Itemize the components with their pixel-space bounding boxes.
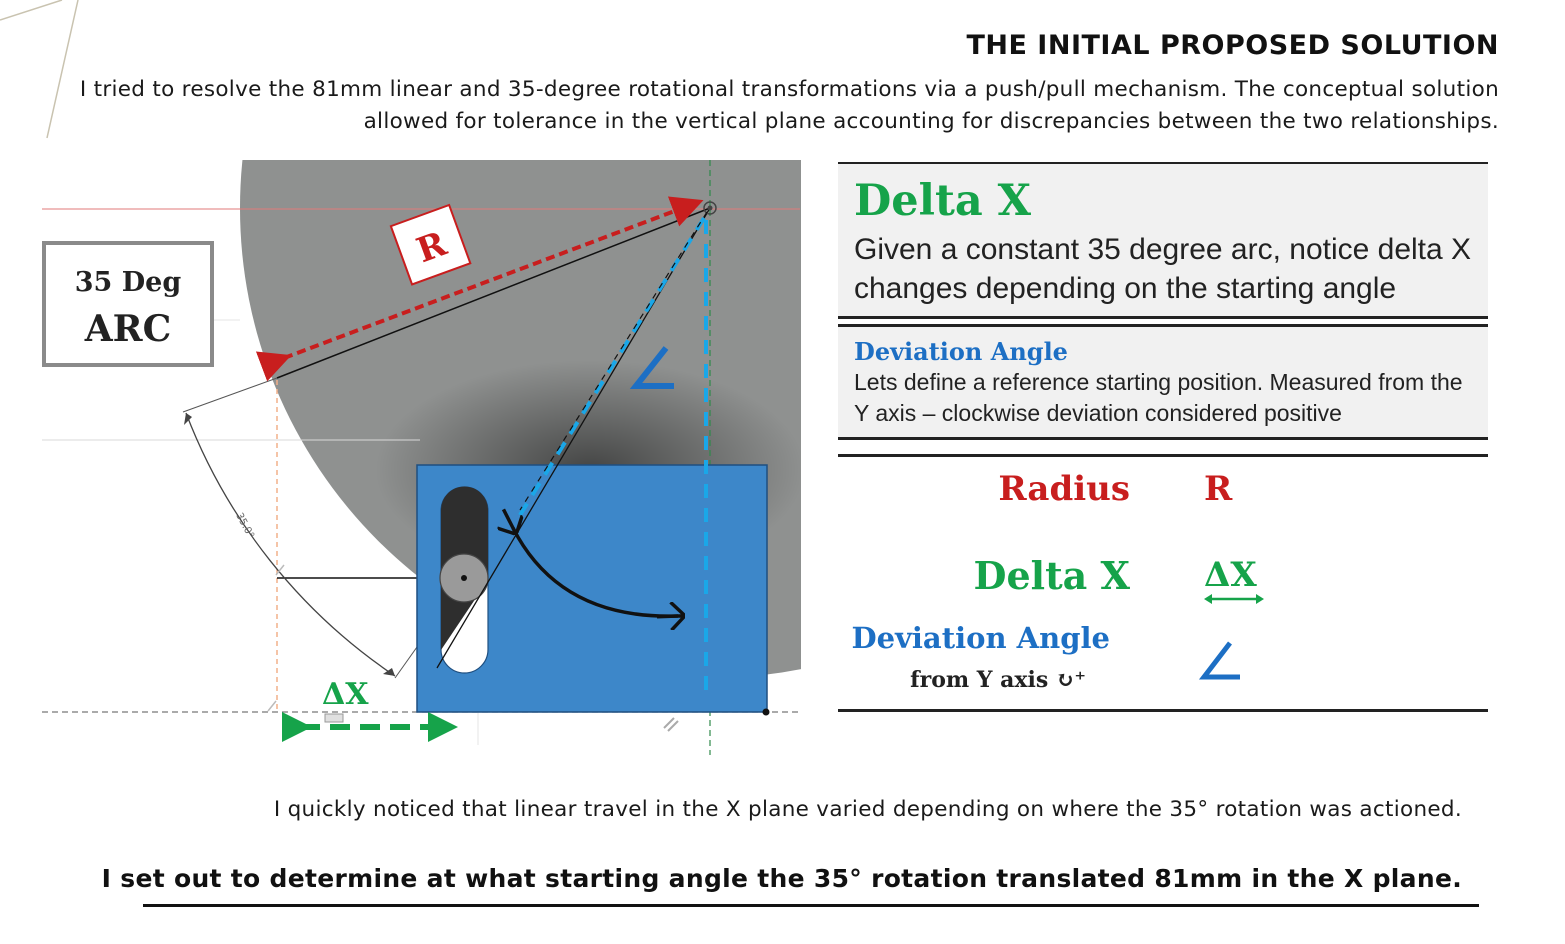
angle-icon — [629, 346, 674, 389]
radius-arrow — [255, 196, 704, 382]
observation-note: I quickly noticed that linear travel in … — [273, 797, 1462, 822]
delta-x-heading: Delta X — [854, 176, 1032, 226]
intro-paragraph: I tried to resolve the 81mm linear and 3… — [79, 77, 1499, 134]
mechanism-diagram: 35.0° R ΔX — [42, 160, 801, 755]
legend-radius-symbol: R — [1204, 469, 1233, 509]
page-title: THE INITIAL PROPOSED SOLUTION — [966, 30, 1499, 61]
pivot-point — [703, 201, 717, 215]
delta-x-text: Given a constant 35 degree arc, notice d… — [854, 233, 1472, 305]
legend-delta-label: Delta X — [973, 553, 1130, 598]
deviation-text: Lets define a reference starting positio… — [854, 369, 1463, 426]
delta-x-tag: ΔX — [322, 677, 369, 712]
arc-label-line1: 35 Deg — [74, 267, 182, 298]
deviation-heading: Deviation Angle — [854, 337, 1068, 366]
conclusion-statement: I set out to determine at what starting … — [101, 864, 1462, 893]
legend-radius-label: Radius — [998, 469, 1130, 509]
radius-tag: R — [389, 203, 472, 286]
deviation-panel: Deviation Angle Lets define a reference … — [838, 324, 1488, 440]
legend-deviation-label: Deviation Angle — [851, 621, 1110, 655]
legend-deviation-sub: from Y axis ↻⁺ — [910, 667, 1086, 693]
conclusion-underline — [143, 904, 1479, 907]
delta-x-panel: Delta X Given a constant 35 degree arc, … — [838, 162, 1488, 319]
legend-delta-arrow-icon — [1204, 594, 1264, 604]
rotation-arrow — [513, 528, 678, 616]
arc-label-box: 35 Deg ARC — [42, 241, 214, 367]
legend-delta-symbol: ΔX — [1204, 555, 1257, 595]
arc-label-line2: ARC — [84, 308, 172, 350]
legend: Radius R Delta X ΔX Deviation Angle from… — [838, 454, 1488, 712]
angle-dimension-label: 35.0° — [233, 511, 256, 540]
legend-angle-icon — [1198, 641, 1240, 680]
corner-decoration — [0, 0, 79, 139]
